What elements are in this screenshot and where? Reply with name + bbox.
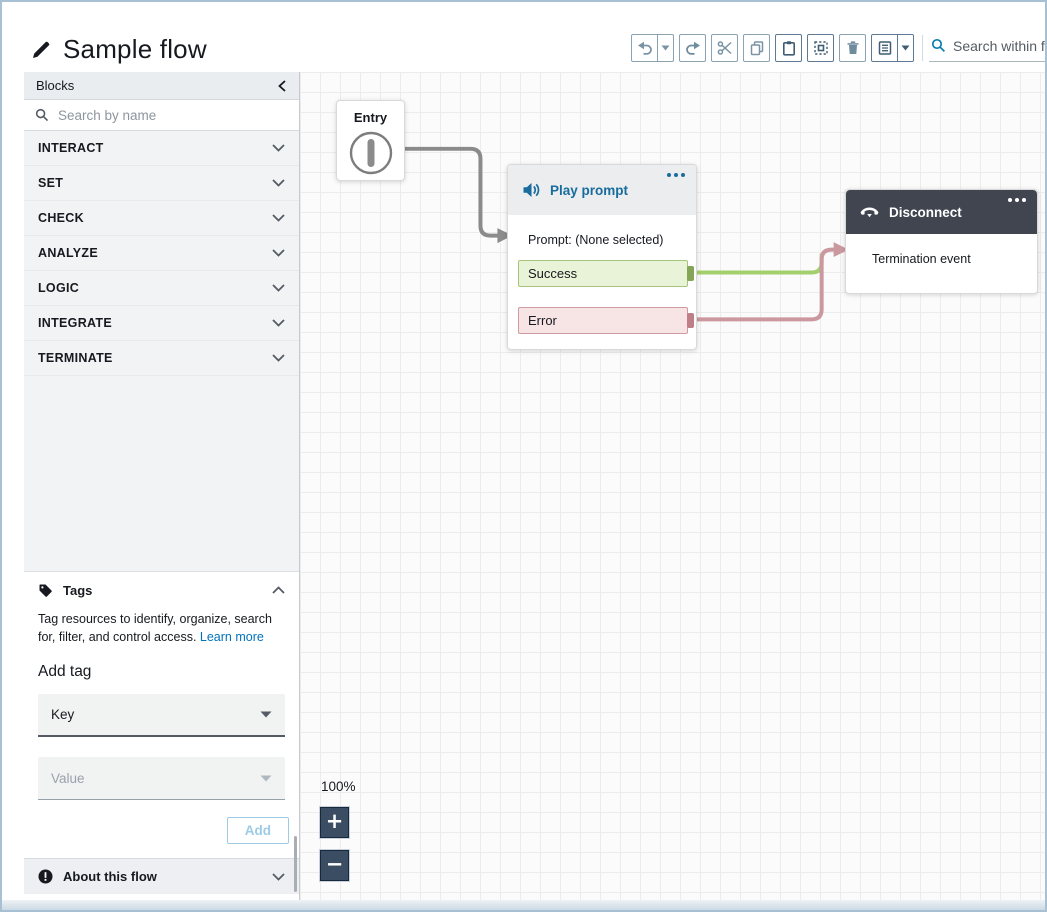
zoom-out-button[interactable]: −	[320, 850, 349, 881]
about-flow-section-header[interactable]: About this flow	[24, 858, 299, 894]
blocks-search-input[interactable]	[58, 107, 288, 123]
undo-button[interactable]	[631, 34, 658, 62]
search-within-box[interactable]	[929, 35, 1045, 62]
copy-icon	[750, 41, 763, 56]
more-menu-icon[interactable]	[1008, 198, 1026, 202]
entry-port-icon[interactable]	[347, 129, 395, 177]
caret-down-icon	[260, 775, 272, 781]
disconnect-header: Disconnect	[846, 190, 1037, 234]
category-check[interactable]: CHECK	[24, 201, 299, 236]
toolbar	[626, 34, 1045, 62]
entry-block[interactable]: Entry	[336, 100, 405, 181]
chevron-up-icon	[272, 586, 285, 594]
select-all-button[interactable]	[807, 34, 834, 62]
flow-canvas[interactable]: Entry Play prompt Prompt: (Non	[300, 72, 1045, 900]
phone-hangup-icon	[860, 207, 879, 218]
notes-menu-button[interactable]	[898, 34, 914, 62]
play-prompt-title: Play prompt	[550, 182, 629, 198]
disconnect-block[interactable]: Disconnect Termination event	[845, 189, 1038, 294]
error-port[interactable]: Error	[518, 307, 694, 334]
chevron-down-icon	[272, 284, 285, 292]
about-flow-title: About this flow	[63, 869, 157, 884]
caret-down-icon	[260, 711, 272, 718]
category-set[interactable]: SET	[24, 166, 299, 201]
chevron-down-icon	[272, 249, 285, 257]
category-terminate[interactable]: TERMINATE	[24, 341, 299, 376]
entry-block-title: Entry	[353, 110, 388, 125]
zoom-level-label: 100%	[321, 779, 356, 794]
tags-title: Tags	[63, 582, 93, 598]
search-icon	[931, 38, 946, 53]
tag-key-select[interactable]: Key	[38, 694, 285, 737]
clipboard-icon	[782, 41, 795, 56]
scissors-icon	[717, 41, 732, 55]
redo-icon	[685, 41, 700, 55]
copy-button[interactable]	[743, 34, 770, 62]
category-logic[interactable]: LOGIC	[24, 271, 299, 306]
connector-error-to-disconnect[interactable]	[693, 242, 849, 322]
edit-pencil-icon[interactable]	[30, 39, 52, 61]
category-interact[interactable]: INTERACT	[24, 131, 299, 166]
sidebar-scrollbar-thumb[interactable]	[294, 836, 297, 892]
cut-button[interactable]	[711, 34, 738, 62]
trash-icon	[847, 41, 858, 54]
blocks-panel-filler	[24, 376, 299, 572]
chevron-down-icon	[272, 179, 285, 187]
learn-more-link[interactable]: Learn more	[199, 629, 264, 644]
blocks-search-row	[24, 100, 299, 131]
undo-menu-button[interactable]	[658, 34, 674, 62]
chevron-down-icon	[272, 214, 285, 222]
add-tag-heading: Add tag	[38, 663, 92, 680]
sidebar-bottom-pad	[24, 894, 299, 900]
chevron-down-icon	[272, 319, 285, 327]
tag-icon	[39, 584, 52, 597]
blocks-panel-title: Blocks	[36, 78, 75, 93]
success-port[interactable]: Success	[518, 260, 694, 287]
notes-button[interactable]	[871, 34, 898, 62]
play-prompt-block[interactable]: Play prompt Prompt: (None selected) Succ…	[507, 164, 697, 350]
redo-button[interactable]	[679, 34, 706, 62]
speaker-icon	[523, 183, 540, 197]
undo-icon	[637, 41, 652, 55]
tags-description: Tag resources to identify, organize, sea…	[38, 611, 272, 644]
add-tag-button[interactable]: Add	[226, 817, 289, 844]
tags-panel: Tags Tag resources to identify, organize…	[24, 571, 299, 858]
search-within-input[interactable]	[953, 37, 1045, 54]
caret-down-icon	[901, 45, 910, 51]
tags-section-header[interactable]: Tags	[24, 572, 299, 604]
sidebar: Blocks INTERACT SET CHE	[24, 72, 300, 900]
collapse-panel-icon[interactable]	[277, 79, 287, 92]
info-icon	[38, 869, 53, 884]
termination-event-text: Termination event	[872, 252, 971, 266]
page-title: Sample flow	[63, 34, 207, 64]
category-analyze[interactable]: ANALYZE	[24, 236, 299, 271]
chevron-down-icon	[272, 872, 285, 881]
chevron-down-icon	[272, 144, 285, 152]
more-menu-icon[interactable]	[667, 173, 685, 177]
tag-value-select[interactable]: Value	[38, 757, 285, 800]
toolbar-divider	[922, 35, 923, 61]
search-icon	[35, 108, 49, 122]
select-all-icon	[813, 41, 828, 55]
paste-button[interactable]	[775, 34, 802, 62]
header: Sample flow	[2, 2, 1045, 72]
delete-button[interactable]	[839, 34, 866, 62]
window-bottom-edge	[2, 900, 1045, 910]
disconnect-title: Disconnect	[889, 204, 962, 220]
connector-success-to-disconnect[interactable]	[693, 253, 824, 275]
chevron-down-icon	[272, 354, 285, 362]
category-integrate[interactable]: INTEGRATE	[24, 306, 299, 341]
play-prompt-header: Play prompt	[508, 165, 696, 215]
zoom-in-button[interactable]: +	[320, 807, 349, 838]
notes-icon	[878, 41, 891, 55]
prompt-selection-text: Prompt: (None selected)	[528, 233, 664, 247]
caret-down-icon	[661, 45, 670, 51]
blocks-panel-header: Blocks	[24, 72, 299, 100]
